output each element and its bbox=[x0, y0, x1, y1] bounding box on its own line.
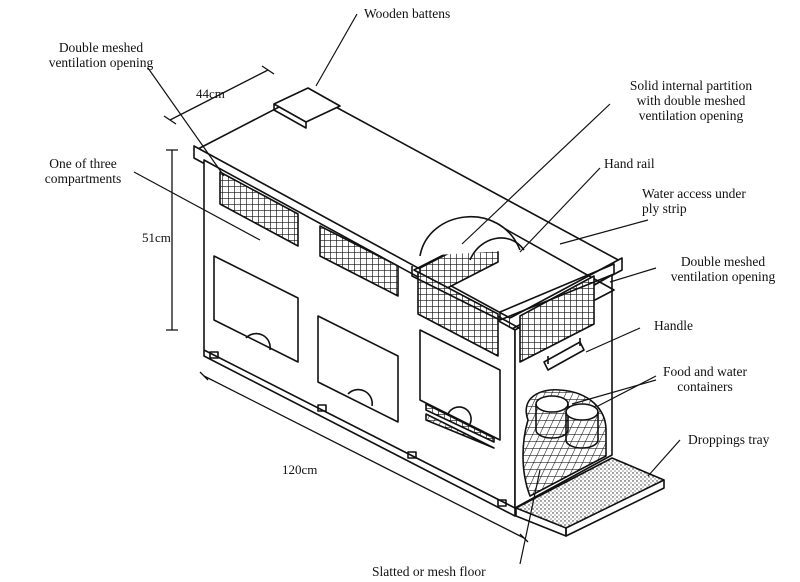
door-middle bbox=[317, 315, 399, 423]
label-dim-height: 51cm bbox=[142, 230, 171, 245]
label-water-access: Water access under ply strip bbox=[642, 186, 746, 216]
label-compartments: One of three compartments bbox=[30, 156, 136, 186]
label-partition: Solid internal partition with double mes… bbox=[596, 78, 786, 123]
label-partition-line1: Solid internal partition bbox=[629, 78, 753, 93]
vent-mesh-end bbox=[519, 275, 595, 363]
label-double-meshed-left-line2: ventilation opening bbox=[48, 55, 154, 70]
label-double-meshed-right-line2: ventilation opening bbox=[670, 269, 776, 284]
batten-back bbox=[273, 87, 341, 123]
label-compartments-line2: compartments bbox=[44, 171, 122, 186]
label-water-access-line2: ply strip bbox=[642, 201, 687, 216]
label-wooden-battens: Wooden battens bbox=[364, 6, 451, 21]
label-double-meshed-left: Double meshed ventilation opening bbox=[36, 40, 166, 70]
dim-depth-line bbox=[169, 69, 269, 121]
door-right-frame bbox=[419, 329, 501, 441]
handle-shape bbox=[543, 341, 585, 371]
label-handle: Handle bbox=[654, 318, 693, 333]
label-slatted-floor: Slatted or mesh floor bbox=[372, 564, 486, 579]
label-double-meshed-right-line1: Double meshed bbox=[680, 254, 766, 269]
mesh-floor-inner bbox=[425, 403, 495, 443]
label-food-water-line1: Food and water bbox=[663, 364, 747, 379]
dim-length-line bbox=[203, 375, 525, 539]
label-droppings-tray: Droppings tray bbox=[688, 432, 770, 447]
door-left bbox=[213, 255, 299, 363]
vent-mesh-middle bbox=[319, 225, 399, 297]
label-double-meshed-left-line1: Double meshed bbox=[58, 40, 144, 55]
label-double-meshed-right: Double meshed ventilation opening bbox=[650, 254, 796, 284]
label-dim-length: 120cm bbox=[282, 462, 318, 477]
container-2-top bbox=[565, 403, 599, 421]
label-partition-line3: ventilation opening bbox=[638, 108, 744, 123]
label-partition-line2: with double meshed bbox=[636, 93, 746, 108]
label-water-access-line1: Water access under bbox=[642, 186, 746, 201]
label-food-water: Food and water containers bbox=[640, 364, 770, 394]
label-dim-depth: 44cm bbox=[196, 86, 225, 101]
container-1-top bbox=[535, 395, 569, 413]
label-compartments-line1: One of three bbox=[49, 156, 117, 171]
label-food-water-line2: containers bbox=[677, 379, 733, 394]
label-hand-rail: Hand rail bbox=[604, 156, 655, 171]
vent-mesh-right-front bbox=[417, 271, 499, 357]
vent-mesh-left bbox=[219, 171, 299, 247]
